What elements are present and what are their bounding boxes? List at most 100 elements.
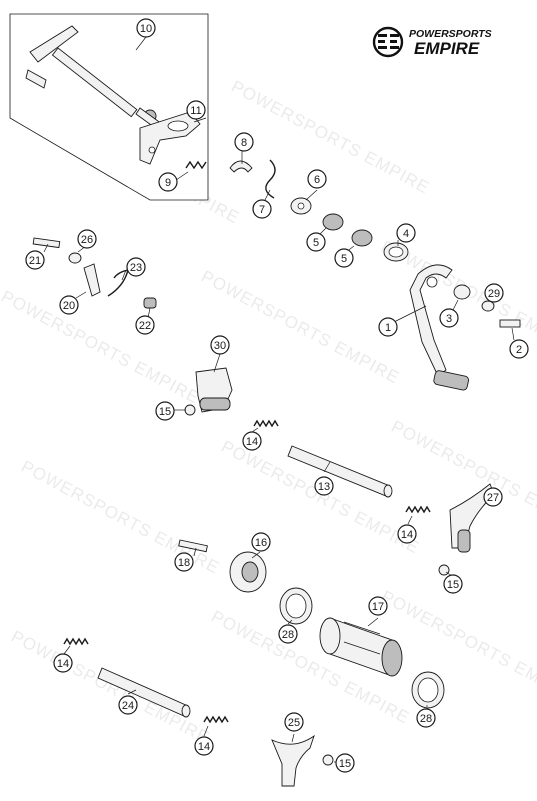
callout-18: 18 — [174, 552, 194, 572]
callout-circle — [186, 100, 206, 120]
callout-number: 14 — [246, 436, 258, 448]
callout-7: 7 — [252, 199, 272, 219]
upper-hardware — [229, 159, 409, 262]
lever-20 — [83, 263, 101, 297]
pin-15c — [322, 754, 334, 766]
callout-29: 29 — [484, 283, 504, 303]
pin-15 — [184, 404, 196, 416]
callout-11: 11 — [186, 100, 206, 120]
callout-number: 2 — [516, 344, 522, 356]
bolt-21 — [32, 237, 61, 249]
callout-number: 14 — [198, 741, 210, 753]
shift-fork-25 — [271, 734, 334, 787]
callout-30: 30 — [210, 335, 230, 355]
callout-circle — [439, 308, 459, 328]
shift-drum-group — [178, 539, 445, 709]
callout-17: 17 — [368, 596, 388, 616]
callout-6: 6 — [307, 169, 327, 189]
callout-27: 27 — [483, 487, 503, 507]
callout-circle — [334, 248, 354, 268]
brand-logo: POWERSPORTS EMPIRE — [372, 26, 492, 58]
callout-number: 28 — [420, 713, 432, 725]
callout-number: 24 — [122, 700, 134, 712]
shift-drum-17 — [319, 617, 403, 677]
callout-circle — [158, 172, 178, 192]
callout-8: 8 — [234, 132, 254, 152]
shift-shaft — [25, 25, 163, 131]
callout-14: 14 — [397, 524, 417, 544]
shift-pedal — [409, 264, 521, 391]
callout-circle — [314, 476, 334, 496]
callout-circle — [443, 574, 463, 594]
callout-number: 22 — [139, 320, 151, 332]
callout-number: 15 — [339, 758, 351, 770]
spring-14c — [63, 637, 89, 646]
brand-emblem-icon — [372, 26, 404, 58]
callout-circle — [252, 199, 272, 219]
washer-26 — [68, 252, 82, 264]
watermark-text: POWERSPORTS EMPIRE — [198, 267, 403, 388]
callout-circle — [53, 653, 73, 673]
callout-number: 5 — [341, 253, 347, 265]
callout-3: 3 — [439, 308, 459, 328]
callout-number: 30 — [214, 340, 226, 352]
callout-14: 14 — [242, 431, 262, 451]
shift-shaft-inset — [9, 13, 209, 201]
callout-number: 23 — [130, 262, 142, 274]
callout-number: 29 — [488, 288, 500, 300]
callout-number: 18 — [178, 557, 190, 569]
callout-number: 11 — [190, 105, 201, 117]
callout-circle — [509, 339, 529, 359]
callout-circle — [278, 624, 298, 644]
callout-14: 14 — [53, 653, 73, 673]
callout-9: 9 — [158, 172, 178, 192]
callout-circle — [234, 132, 254, 152]
callout-circle — [307, 169, 327, 189]
callout-5: 5 — [306, 232, 326, 252]
callout-circle — [368, 596, 388, 616]
callout-number: 15 — [447, 579, 459, 591]
callout-circle — [77, 229, 97, 249]
callout-number: 13 — [318, 481, 330, 493]
callout-number: 21 — [29, 255, 41, 267]
callout-1: 1 — [378, 317, 398, 337]
spring-14a — [253, 419, 279, 428]
callout-10: 10 — [136, 18, 156, 38]
brand-line1: POWERSPORTS — [409, 28, 492, 40]
callout-23: 23 — [126, 257, 146, 277]
callout-number: 14 — [401, 529, 413, 541]
callout-number: 17 — [372, 601, 384, 613]
callout-circle — [251, 532, 271, 552]
callout-number: 20 — [63, 300, 75, 312]
callout-circle — [397, 524, 417, 544]
callout-number: 15 — [159, 406, 171, 418]
callout-number: 25 — [288, 717, 300, 729]
callout-circle — [483, 487, 503, 507]
watermark-text: POWERSPORTS EMPIRE — [218, 437, 423, 558]
callout-14: 14 — [194, 736, 214, 756]
watermark-text: POWERSPORTS EMPIRE — [0, 287, 203, 408]
callout-number: 1 — [385, 322, 391, 334]
callout-24: 24 — [118, 695, 138, 715]
callout-circle — [484, 283, 504, 303]
washer-3 — [453, 284, 471, 300]
callout-15: 15 — [443, 574, 463, 594]
return-spring — [185, 160, 207, 170]
callout-22: 22 — [135, 315, 155, 335]
callout-number: 14 — [57, 658, 69, 670]
ring-29 — [481, 300, 495, 312]
shift-star-16 — [229, 551, 267, 593]
callout-circle — [118, 695, 138, 715]
pin-15b — [438, 564, 450, 576]
spring-14b — [405, 505, 431, 514]
callout-number: 26 — [81, 234, 93, 246]
callout-26: 26 — [77, 229, 97, 249]
callout-21: 21 — [25, 250, 45, 270]
bolt-18 — [178, 539, 208, 553]
callout-circle — [59, 295, 79, 315]
bushing-5b — [351, 229, 373, 247]
bearing-28a — [279, 587, 313, 625]
callout-2: 2 — [509, 339, 529, 359]
watermark-text: POWERSPORTS EMPIRE — [378, 587, 537, 708]
